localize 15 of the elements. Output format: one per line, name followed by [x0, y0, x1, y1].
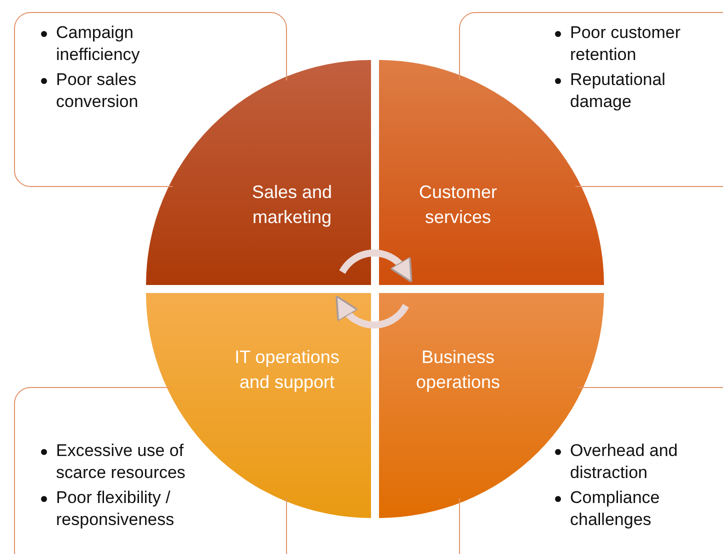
- pie-segment: [146, 60, 371, 285]
- bullet-text: Poor sales conversion: [56, 70, 138, 111]
- callout-box: [14, 12, 287, 187]
- bullet-text: Compliance challenges: [570, 488, 660, 529]
- segment-label: Business operations: [414, 346, 502, 394]
- bullet-text: Excessive use of scarce resources: [56, 441, 186, 482]
- segment-label: Sales and marketing: [250, 181, 334, 229]
- callout-box: [459, 12, 723, 187]
- segment-label: IT operations and support: [234, 346, 340, 394]
- bullet-text: Overhead and distraction: [570, 441, 678, 482]
- bullet-text: Poor flexibility / responsiveness: [56, 488, 174, 529]
- bullet-text: Poor customer retention: [570, 23, 681, 64]
- bullet-text: Campaign inefficiency: [56, 23, 140, 64]
- segment-label: Customer services: [418, 181, 498, 229]
- bullet-text: Reputational damage: [570, 70, 666, 111]
